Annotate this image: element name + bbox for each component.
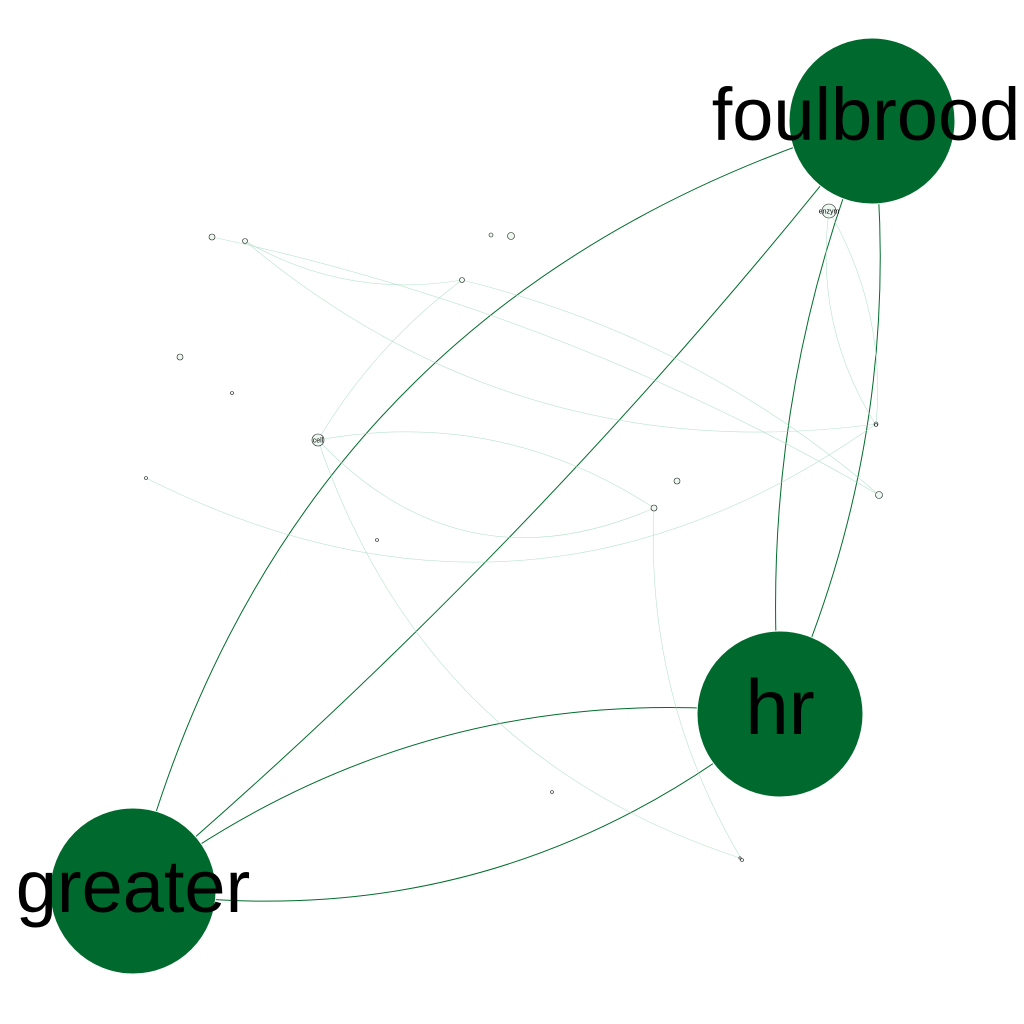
- node-enzym: [821, 203, 837, 219]
- node-cell: [311, 433, 325, 447]
- node-n14: [673, 477, 681, 485]
- hub-label-greater: greater: [16, 845, 250, 928]
- node-n19: [738, 856, 742, 860]
- edge-n7-n13: [461, 279, 880, 496]
- node-n7: [459, 277, 465, 283]
- edge-foulbrood-hr: [775, 120, 873, 715]
- node-n10: [144, 476, 148, 480]
- edge-foulbrood-greater: [132, 120, 873, 892]
- edge-cell-n15: [317, 439, 655, 539]
- edge-cell-n19: [317, 439, 741, 859]
- node-n16: [375, 538, 379, 542]
- node-label-enzym: enzym: [819, 209, 840, 216]
- node-n15: [650, 504, 658, 512]
- edge-enzym-n12: [828, 210, 878, 426]
- edge-hr-greater: [132, 713, 781, 902]
- edge-n7-cell: [317, 279, 463, 441]
- label-layer: enzym cell foulbrood hr greater: [16, 73, 1021, 928]
- edge-n10-n11: [145, 423, 877, 563]
- hub-node-hr: [696, 630, 864, 798]
- edge-enzym-n12: [825, 210, 877, 426]
- node-n3: [208, 233, 216, 241]
- node-n18: [740, 858, 744, 862]
- edge-foulbrood-greater: [132, 120, 873, 892]
- hub-node-foulbrood: [788, 37, 956, 205]
- edge-layer: [132, 120, 881, 902]
- hub-label-foulbrood: foulbrood: [712, 73, 1021, 156]
- hub-node-greater: [49, 807, 217, 975]
- edge-n3-n13: [211, 236, 880, 496]
- node-n17: [550, 790, 554, 794]
- hub-label-hr: hr: [745, 663, 814, 751]
- edge-n4-n11: [244, 240, 877, 433]
- node-layer: [49, 37, 956, 975]
- edge-foulbrood-hr: [779, 120, 881, 715]
- node-n13: [875, 491, 883, 499]
- node-n8: [176, 353, 184, 361]
- node-n4: [242, 238, 248, 244]
- node-n12: [874, 423, 878, 427]
- edge-hr-greater: [132, 707, 781, 892]
- node-n6: [507, 232, 515, 240]
- node-n9: [230, 391, 234, 395]
- edge-cell-n15: [317, 431, 655, 509]
- edge-n15-n18: [652, 507, 743, 861]
- node-n5: [488, 232, 494, 238]
- node-label-cell: cell: [313, 438, 324, 445]
- edge-n4-n7: [244, 240, 463, 286]
